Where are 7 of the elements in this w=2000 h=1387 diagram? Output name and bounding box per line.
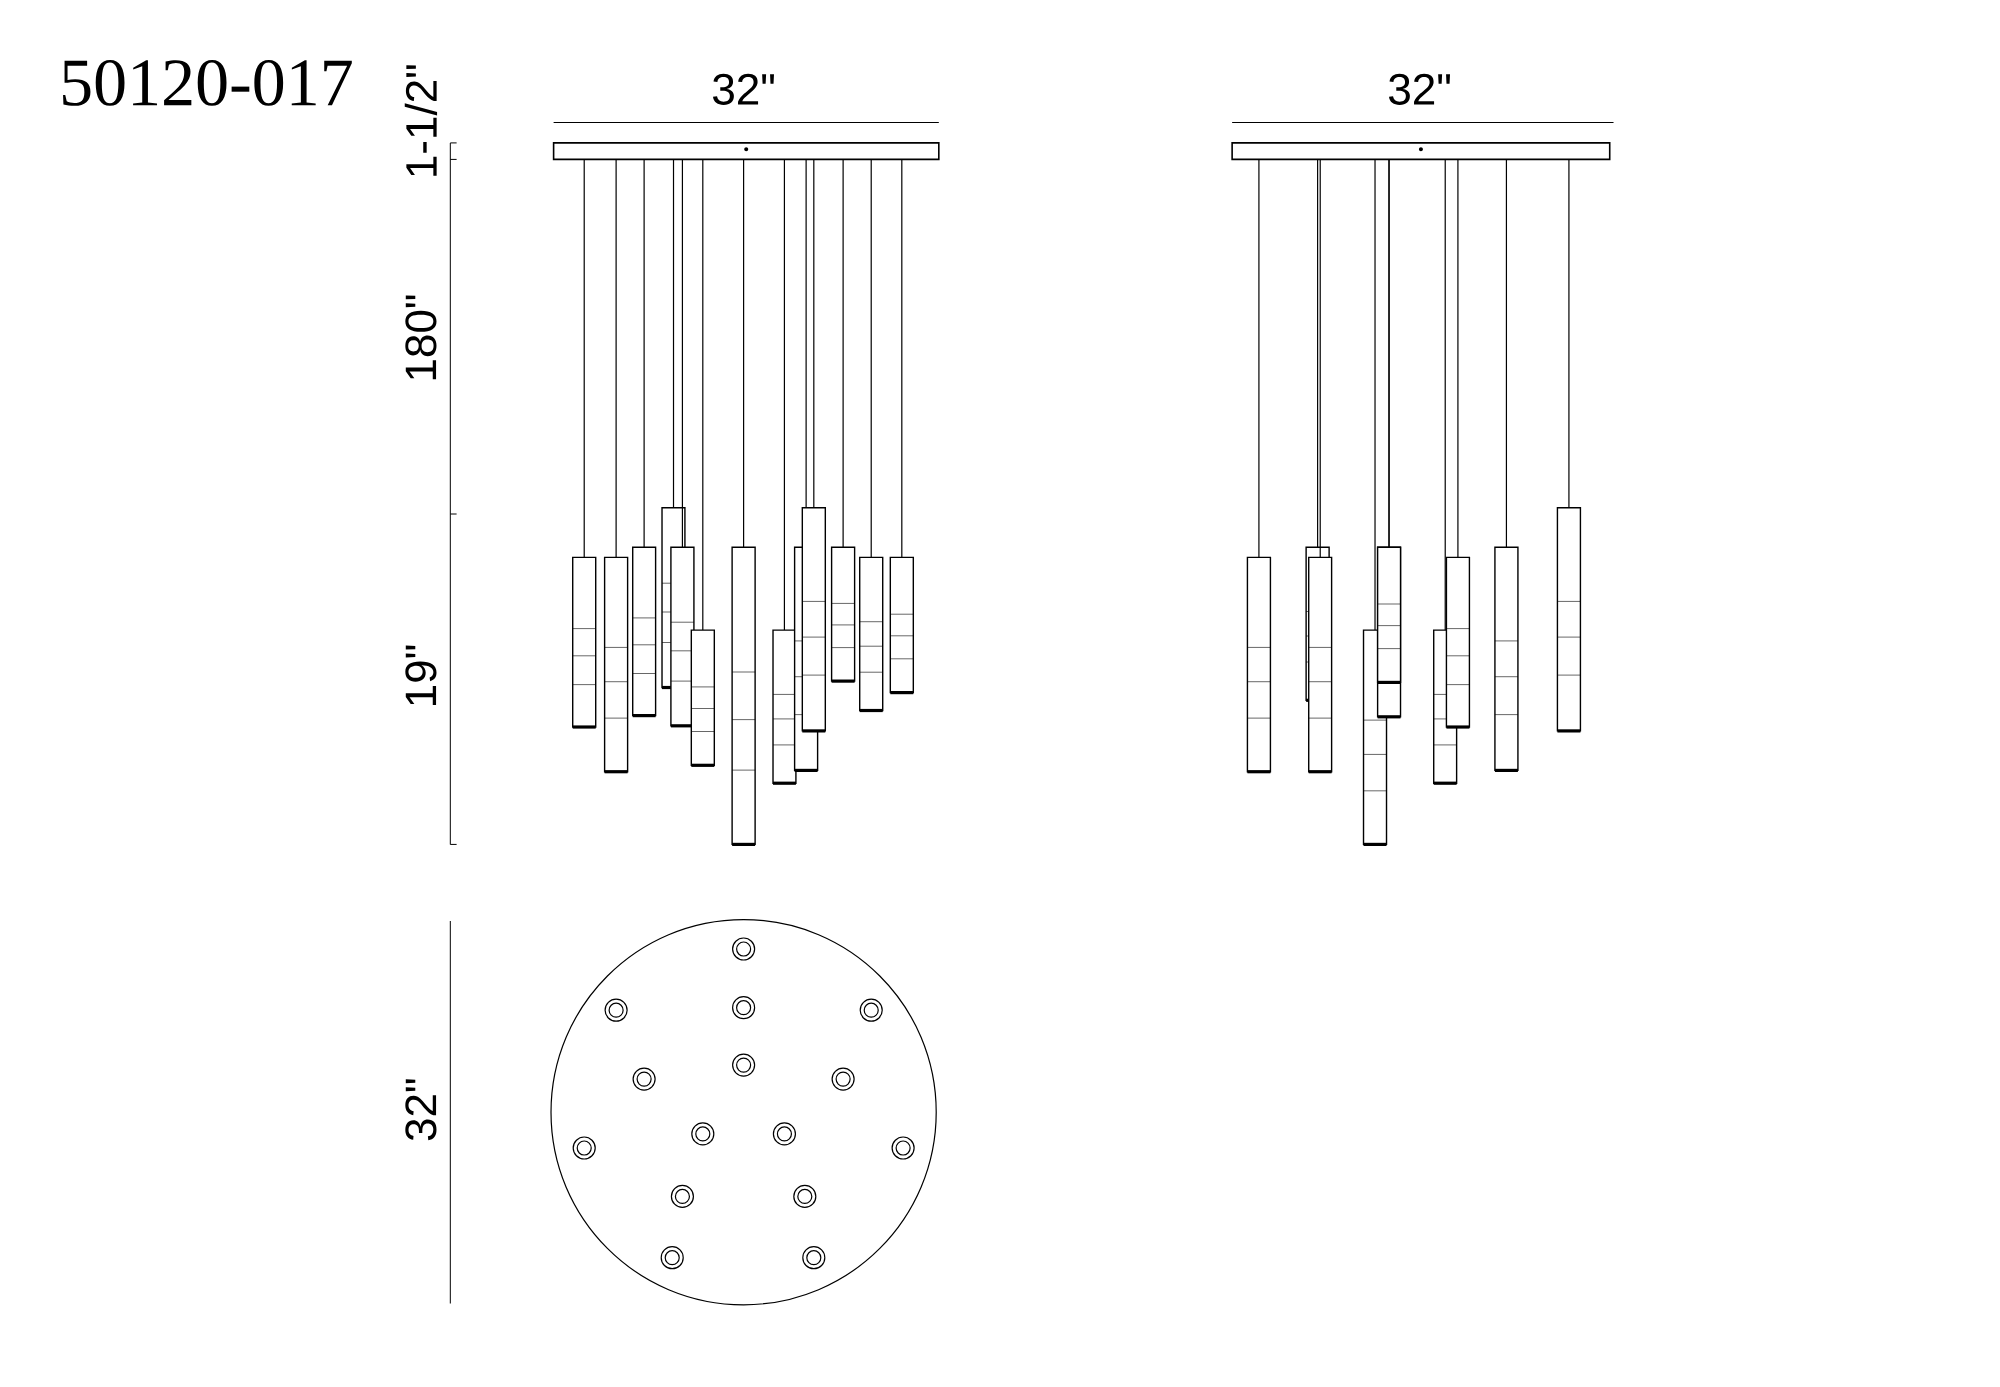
title: 50120-017 (63, 59, 352, 106)
dimension-label: 32" (713, 73, 774, 105)
dimension-label: 32" (1389, 73, 1450, 105)
dimension-label: 19" (405, 645, 437, 705)
dimension-label: 32" (405, 1079, 437, 1141)
dimension-label: 180" (405, 295, 437, 380)
dimension-label: 1-1/2" (404, 65, 438, 176)
